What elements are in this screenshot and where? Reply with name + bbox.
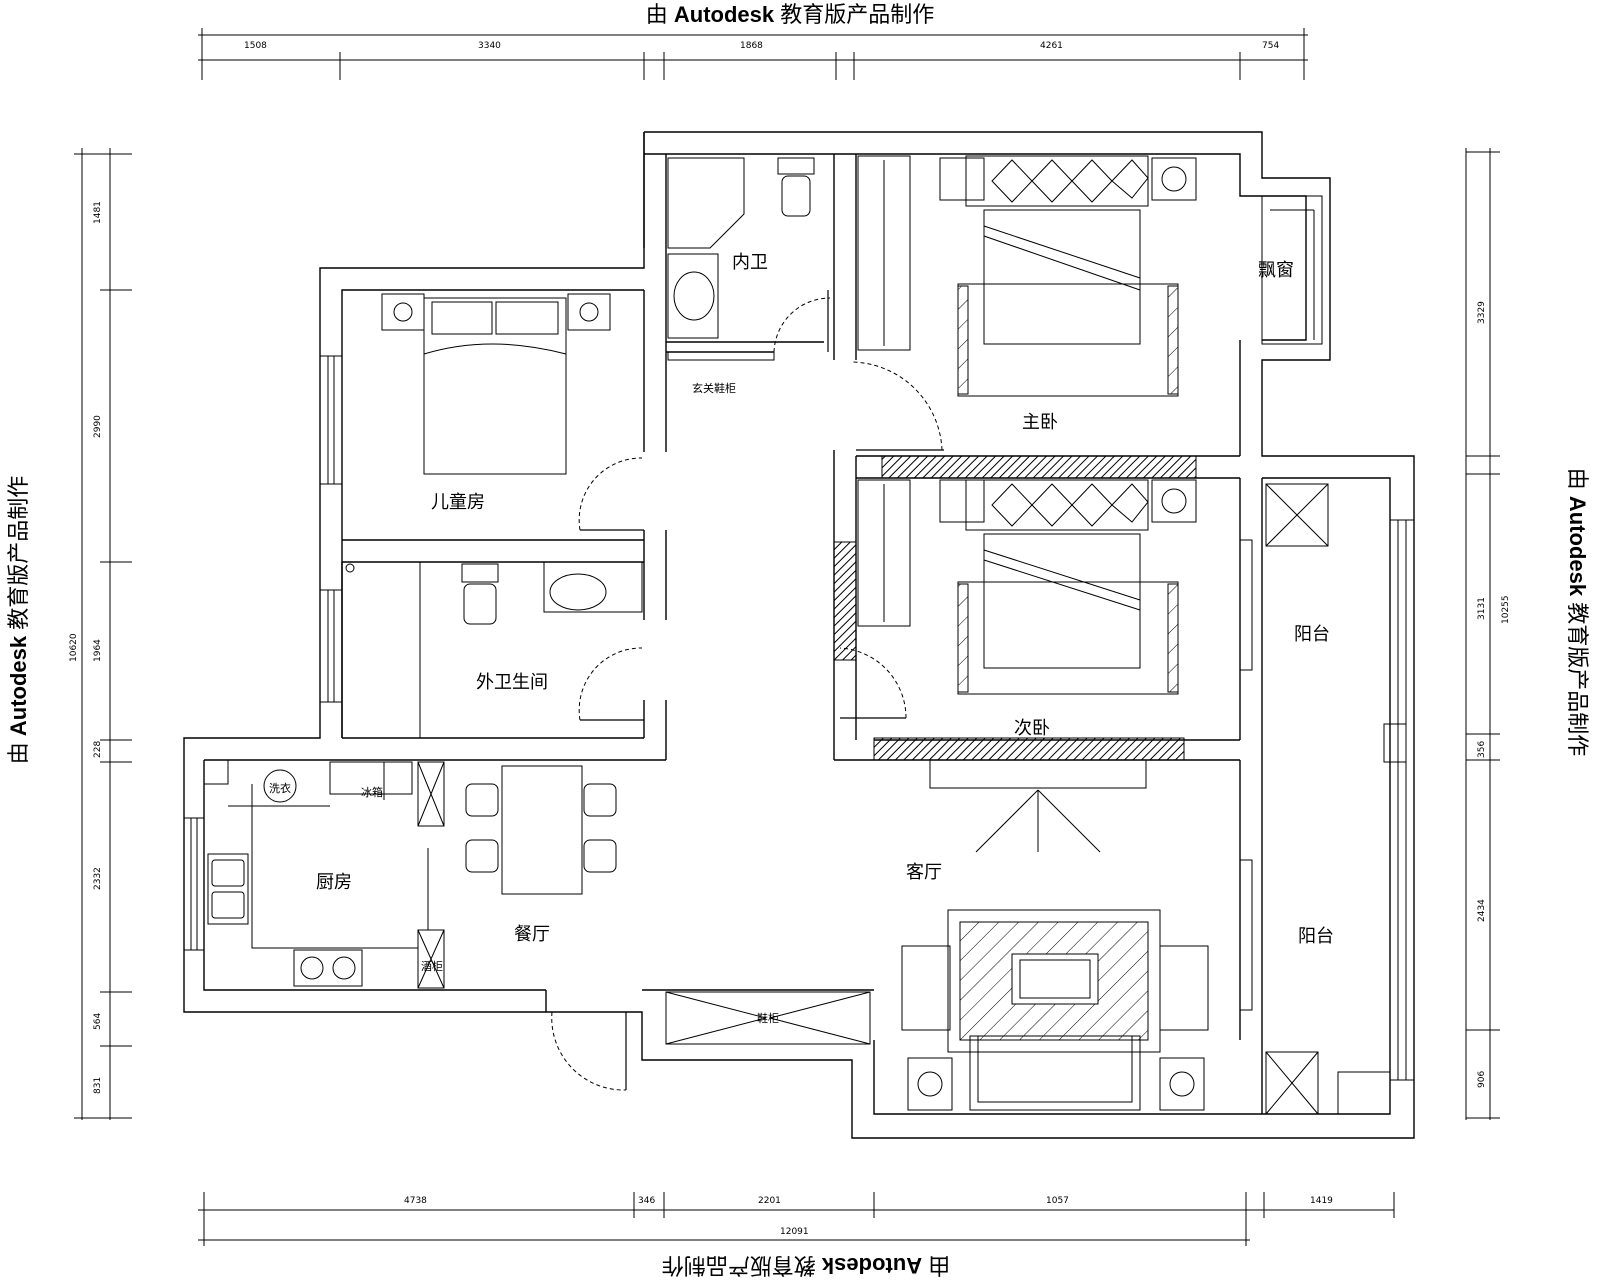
master-bed-diamonds [992, 160, 1148, 202]
dim-bottom-total: 12091 [780, 1227, 809, 1237]
dim-top-1: 1508 [244, 41, 267, 51]
room-second-bedroom: 次卧 [1014, 718, 1050, 739]
dim-left-5: 2332 [93, 867, 103, 890]
dim-bottom-2: 346 [638, 1196, 655, 1206]
dim-right-2: 3131 [1477, 597, 1487, 620]
master-bed [940, 156, 1196, 396]
label-wine-cabinet: 酒柜 [421, 960, 443, 973]
dim-bottom-5: 1419 [1310, 1196, 1333, 1206]
dimension-top [198, 28, 1308, 80]
watermark-right: 由 Autodesk 教育版产品制作 [1565, 468, 1590, 757]
second-rug-fringe-right [1168, 584, 1178, 692]
watermark-top: 由 Autodesk 教育版产品制作 [646, 2, 935, 27]
kitchen-fixtures [204, 760, 444, 988]
door-swings [552, 298, 942, 1090]
dim-bottom-1: 4738 [404, 1196, 427, 1206]
dim-right-3: 356 [1477, 741, 1487, 758]
room-living: 客厅 [906, 862, 942, 883]
dim-left-3: 1964 [93, 639, 103, 662]
shoe-cabinet-shape [666, 992, 870, 1044]
dim-right-1: 3329 [1477, 301, 1487, 324]
dimension-left [74, 148, 132, 1120]
dimension-right [1466, 148, 1500, 1120]
svg-text:由 Autodesk 教育版产品制作: 由 Autodesk 教育版产品制作 [6, 476, 31, 765]
dim-top-4: 4261 [1040, 41, 1063, 51]
room-master-bedroom: 主卧 [1022, 412, 1058, 433]
dim-right-5: 906 [1477, 1071, 1487, 1088]
inner-bath-fixtures [668, 158, 814, 338]
second-bed [940, 480, 1196, 694]
watermark-bottom: 由 Autodesk 教育版产品制作 [662, 1253, 951, 1278]
hatched-wall-side [834, 542, 856, 660]
second-wardrobe [858, 480, 910, 626]
balcony-fixtures [1266, 484, 1406, 1114]
dimension-bottom [198, 1192, 1394, 1246]
hatched-wall-upper [882, 456, 1196, 478]
svg-text:由 Autodesk 教育版产品制作: 由 Autodesk 教育版产品制作 [1565, 468, 1590, 757]
dim-left-4: 228 [93, 741, 103, 758]
room-dining: 餐厅 [514, 924, 550, 945]
room-bay-window: 飘窗 [1258, 260, 1294, 281]
windows [184, 196, 1414, 1080]
door-leaves [580, 290, 944, 1090]
dim-bottom-4: 1057 [1046, 1196, 1069, 1206]
master-wardrobe [858, 156, 910, 350]
dim-left-6: 564 [93, 1013, 103, 1030]
dim-left-2: 2990 [93, 415, 103, 438]
dim-top-2: 3340 [478, 41, 501, 51]
hatched-wall-lower [874, 738, 1184, 760]
label-entry-cabinet: 玄关鞋柜 [692, 381, 736, 395]
room-inner-bath: 内卫 [732, 252, 768, 273]
room-kitchen: 厨房 [316, 872, 352, 893]
dim-left-1: 1481 [93, 201, 103, 224]
room-guest-bath: 外卫生间 [476, 672, 548, 693]
outer-walls [184, 132, 1414, 1138]
label-shoe-cabinet: 鞋柜 [757, 1011, 779, 1025]
master-rug-fringe-left [958, 286, 968, 394]
master-rug-fringe-right [1168, 286, 1178, 394]
room-children: 儿童房 [431, 492, 485, 513]
watermark-left: 由 Autodesk 教育版产品制作 [6, 476, 31, 765]
dim-top-5: 754 [1262, 41, 1279, 51]
dim-left-labels: 1481 2990 1964 228 2332 564 831 10620 [69, 201, 103, 1094]
guest-bath-fixtures [346, 562, 642, 738]
label-fridge: 冰箱 [361, 785, 383, 799]
svg-text:由 Autodesk 教育版产品制作: 由 Autodesk 教育版产品制作 [662, 1253, 951, 1278]
entry-cabinet-shape [668, 352, 774, 360]
dim-right-4: 2434 [1477, 899, 1487, 922]
tv-cabinet [930, 760, 1146, 852]
room-balcony-upper: 阳台 [1294, 624, 1330, 645]
room-balcony-lower: 阳台 [1298, 926, 1334, 947]
dim-top-3: 1868 [740, 41, 763, 51]
second-rug-fringe-left [958, 584, 968, 692]
dim-bottom-3: 2201 [758, 1196, 781, 1206]
dim-right-total: 10255 [1501, 595, 1511, 624]
dim-left-total: 10620 [69, 633, 79, 662]
dim-right-labels: 3329 3131 356 2434 906 10255 [1477, 301, 1511, 1088]
dining-table-set [466, 766, 616, 894]
label-washer: 洗衣 [269, 781, 291, 795]
children-bed [382, 294, 610, 474]
dim-left-7: 831 [93, 1077, 103, 1094]
living-sofa-set [902, 910, 1208, 1110]
